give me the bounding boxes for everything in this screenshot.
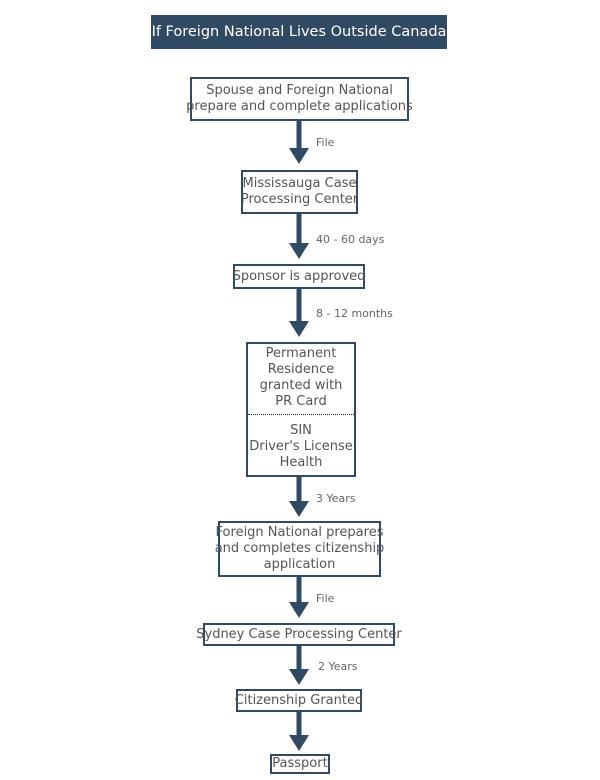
arrow-label-file: File xyxy=(316,136,335,149)
step-text-line: Foreign National prepares xyxy=(215,525,384,540)
diagram-title: If Foreign National Lives Outside Canada xyxy=(151,15,447,49)
arrow-3 xyxy=(289,289,309,337)
step-text-line: Residence xyxy=(267,362,335,377)
step-text-line: Spouse and Foreign National xyxy=(206,83,393,98)
arrow-label-8-12-months: 8 - 12 months xyxy=(316,307,393,320)
step-sponsor-approved: Sponsor is approved xyxy=(233,264,365,289)
step-text-line: application xyxy=(263,557,336,572)
step-text-line: Citizenship Granted xyxy=(234,692,364,708)
arrow-label-2-years: 2 Years xyxy=(318,660,358,673)
arrow-label-3-years: 3 Years xyxy=(316,492,356,505)
step-text-line: PR Card xyxy=(275,394,327,409)
arrow-6 xyxy=(289,646,309,685)
step-text-line: prepare and complete applications xyxy=(186,99,413,114)
arrow-2 xyxy=(289,214,309,259)
step-text-line: granted with xyxy=(259,378,343,393)
arrow-1 xyxy=(289,121,309,164)
benefits-section: SIN Driver's License Health xyxy=(248,415,354,471)
pr-card-section: Permanent Residence granted with PR Card xyxy=(248,344,354,414)
step-text-line: Health xyxy=(279,455,323,470)
arrow-label-file-2: File xyxy=(316,592,335,605)
arrow-5 xyxy=(289,577,309,618)
arrow-label-40-60-days: 40 - 60 days xyxy=(316,233,385,246)
step-permanent-residence: Permanent Residence granted with PR Card… xyxy=(246,342,356,477)
arrow-4 xyxy=(289,477,309,517)
step-passport: Passport xyxy=(270,754,330,774)
step-text-line: Sponsor is approved xyxy=(232,268,366,284)
step-mississauga-cpc: Mississauga Case Processing Center xyxy=(241,170,358,214)
arrow-7 xyxy=(289,712,309,751)
step-text-line: Driver's License xyxy=(249,439,353,454)
step-text-line: Mississauga Case xyxy=(242,176,357,191)
step-text-line: Passport xyxy=(272,756,328,771)
step-prepare-applications: Spouse and Foreign National prepare and … xyxy=(186,77,413,121)
step-text-line: Processing Center xyxy=(240,192,359,207)
step-text-line: and completes citizenship xyxy=(214,541,385,556)
step-citizenship-granted: Citizenship Granted xyxy=(234,689,364,712)
step-text-line: SIN xyxy=(290,423,312,438)
step-text-line: Sydney Case Processing Center xyxy=(196,626,402,642)
dotted-divider xyxy=(248,414,354,415)
step-text-line: Permanent xyxy=(265,346,337,361)
step-citizenship-application: Foreign National prepares and completes … xyxy=(215,521,384,577)
step-sydney-cpc: Sydney Case Processing Center xyxy=(196,623,402,646)
